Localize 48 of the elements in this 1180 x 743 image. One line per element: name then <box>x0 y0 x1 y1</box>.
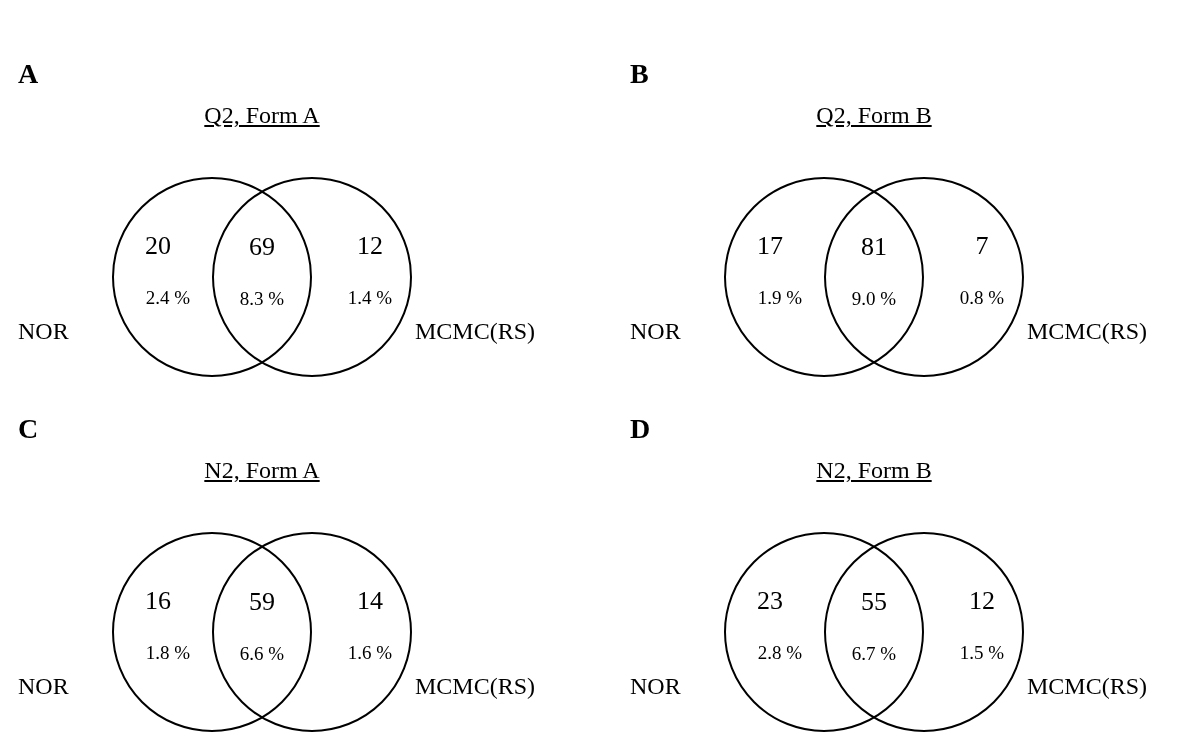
set-circle <box>212 532 412 732</box>
percent-value: 6.6 % <box>239 643 285 665</box>
set-name: NOR <box>18 318 69 345</box>
count-value: 23 <box>757 586 783 616</box>
panel-title: N2, Form A <box>204 457 320 484</box>
percent-value: 1.5 % <box>959 642 1005 664</box>
percent-value: 2.4 % <box>145 287 191 309</box>
set-circle <box>112 532 312 732</box>
panel-title: Q2, Form A <box>204 102 320 129</box>
percent-value: 8.3 % <box>239 288 285 310</box>
count-value: 12 <box>969 586 995 616</box>
percent-value: 0.8 % <box>959 287 1005 309</box>
panel-letter: B <box>630 58 649 90</box>
percent-value: 1.9 % <box>757 287 803 309</box>
set-circle <box>724 532 924 732</box>
count-value: 59 <box>249 587 275 617</box>
count-value: 14 <box>357 586 383 616</box>
count-value: 69 <box>249 232 275 262</box>
set-name: NOR <box>630 318 681 345</box>
percent-value: 1.4 % <box>347 287 393 309</box>
set-name: MCMC(RS) <box>415 673 536 700</box>
panel-letter: A <box>18 58 39 90</box>
set-name: NOR <box>630 673 681 700</box>
panel-letter: C <box>18 413 39 445</box>
set-name: MCMC(RS) <box>1027 673 1148 700</box>
percent-value: 1.8 % <box>145 642 191 664</box>
count-value: 12 <box>357 231 383 261</box>
count-value: 81 <box>861 232 887 262</box>
set-circle <box>824 177 1024 377</box>
count-value: 16 <box>145 586 171 616</box>
set-circle <box>824 532 1024 732</box>
panel-title: N2, Form B <box>816 457 932 484</box>
percent-value: 2.8 % <box>757 642 803 664</box>
count-value: 17 <box>757 231 783 261</box>
panel-title: Q2, Form B <box>816 102 932 129</box>
panel-letter: D <box>630 413 651 445</box>
set-circle <box>212 177 412 377</box>
count-value: 20 <box>145 231 171 261</box>
percent-value: 1.6 % <box>347 642 393 664</box>
count-value: 7 <box>975 231 989 261</box>
percent-value: 9.0 % <box>851 288 897 310</box>
set-name: MCMC(RS) <box>1027 318 1148 345</box>
percent-value: 6.7 % <box>851 643 897 665</box>
set-circle <box>112 177 312 377</box>
count-value: 55 <box>861 587 887 617</box>
set-circle <box>724 177 924 377</box>
set-name: NOR <box>18 673 69 700</box>
set-name: MCMC(RS) <box>415 318 536 345</box>
